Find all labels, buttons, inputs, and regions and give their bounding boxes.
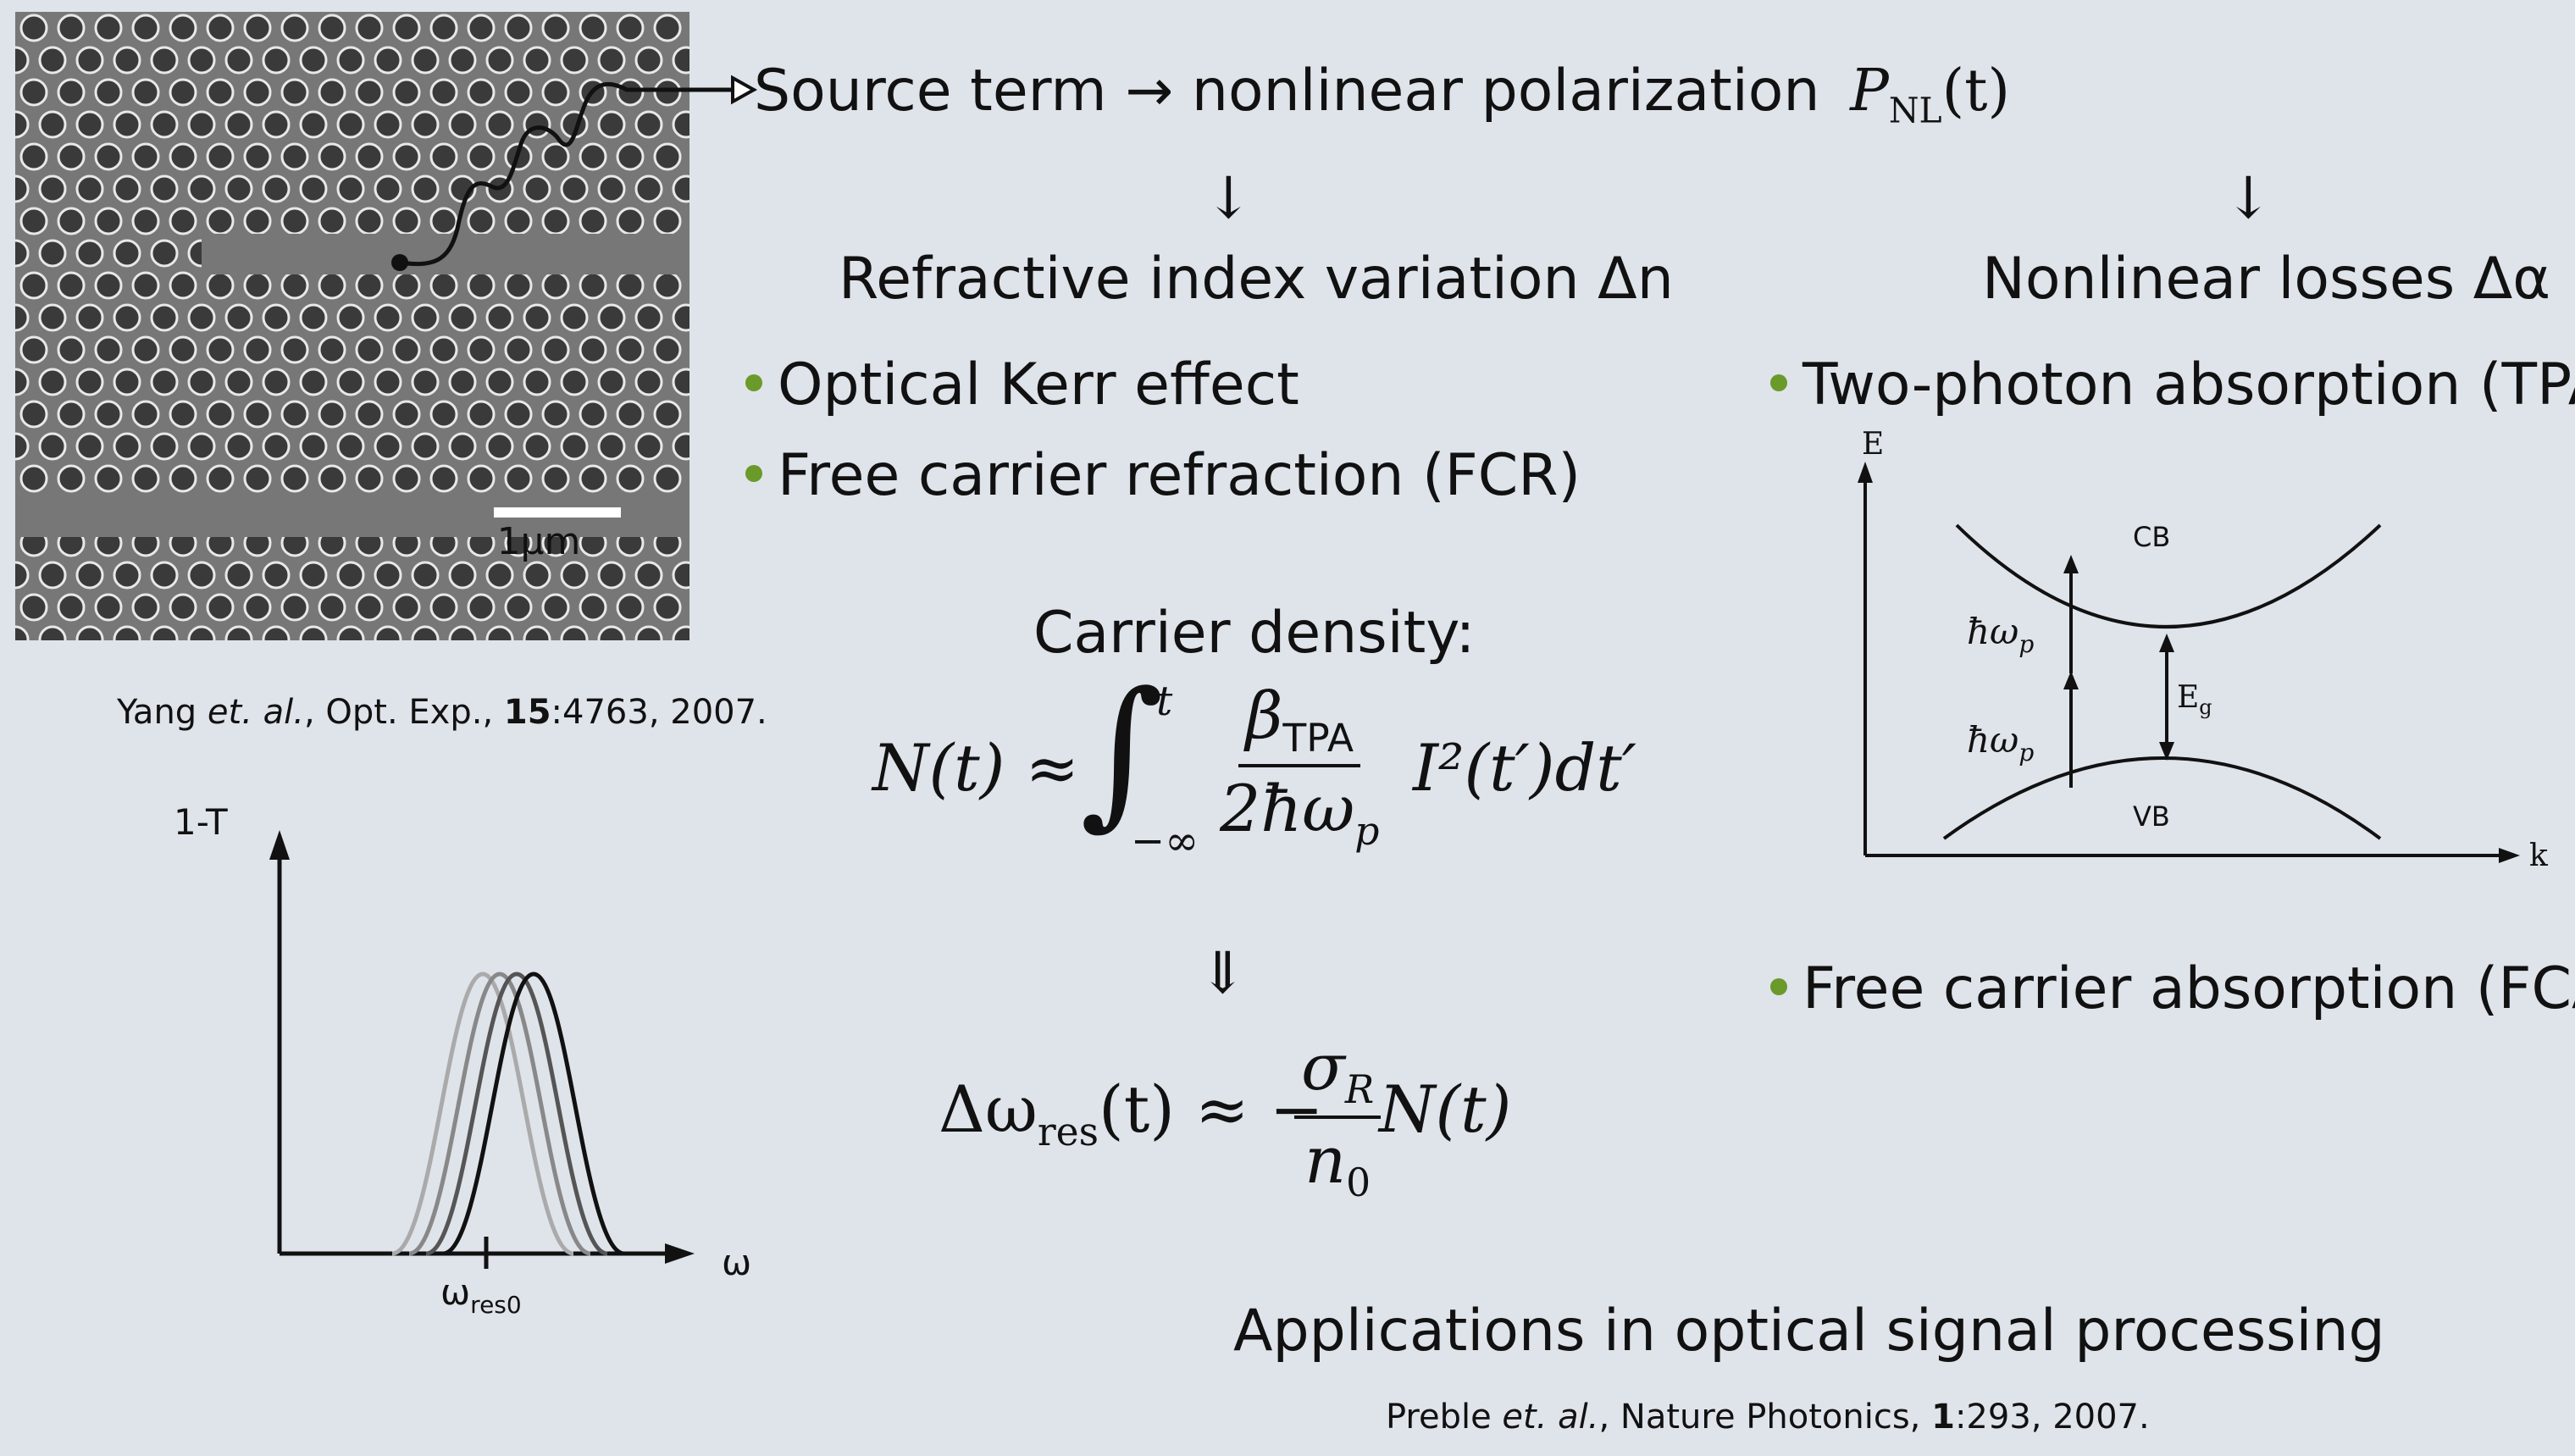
scale-bar (494, 507, 621, 518)
resonance-curve-4 (442, 972, 625, 1256)
down-arrow-left-icon: ↓ (1204, 165, 1253, 232)
band-gap-arrow-bottom-icon (2159, 742, 2174, 761)
energy-axis-arrow-icon (1858, 462, 1873, 483)
photon-energy-label-upper: ħωp (1967, 611, 2034, 658)
k-axis-label: k (2529, 839, 2549, 873)
wavy-arrow-icon (391, 75, 758, 271)
transmission-plot: 1-T ω ωres0 (174, 801, 751, 1319)
bullet-tpa: Two-photon absorption (TPA) (1770, 352, 2575, 418)
applications-heading: Applications in optical signal processin… (1233, 1298, 2385, 1365)
conduction-band (1955, 523, 2382, 628)
resonance-curve-3 (425, 972, 608, 1256)
k-axis-arrow-icon (2499, 848, 2520, 863)
bullet-dot-icon (1770, 374, 1787, 392)
band-gap-arrow-top-icon (2159, 634, 2174, 652)
bullet-dot-icon (1770, 978, 1787, 996)
bullet-dot-icon (745, 465, 762, 483)
scale-bar-label: 1μm (497, 520, 581, 563)
resonance-curve-2 (408, 972, 591, 1256)
double-down-arrow-icon: ⇓ (1199, 940, 1247, 1007)
photon-arrow-lower-head-icon (2063, 671, 2079, 689)
resonance-curve-1 (391, 972, 574, 1256)
cb-label: CB (2133, 521, 2170, 553)
photon-energy-label-lower: ħωp (1967, 719, 2034, 767)
source-term-text: Source term → nonlinear polarization (754, 58, 1820, 125)
resonance-shift-equation: Δωres(t) ≈ − σR n0 N(t) (939, 1029, 1512, 1206)
carrier-density-label: Carrier density: (1033, 600, 1476, 667)
carrier-density-equation: N(t) ≈ ∫ t −∞ βTPA 2ħωp I²(t′)dt′ (872, 657, 1637, 866)
bullet-fca: Free carrier absorption (FCA) (1770, 955, 2575, 1022)
refractive-index-title: Refractive index variation Δn (839, 246, 1674, 313)
y-axis-arrow-icon (269, 830, 290, 860)
photon-arrow-upper-head-icon (2063, 555, 2079, 573)
energy-axis-label: E (1862, 427, 1884, 462)
citation-preble: Preble et. al., Nature Photonics, 1:293,… (1386, 1398, 2150, 1437)
x-axis-label: ω (722, 1242, 751, 1283)
band-diagram: E k CB VB ħωp ħωp Eg (1858, 427, 2549, 873)
pnl-symbol: PNL(t) (1850, 58, 2011, 131)
bullet-fcr: Free carrier refraction (FCR) (745, 442, 1581, 509)
source-term-heading: Source term → nonlinear polarization PNL… (754, 58, 2010, 131)
x-axis-arrow-icon (665, 1243, 695, 1264)
citation-yang: Yang et. al., Opt. Exp., 15:4763, 2007. (117, 693, 767, 732)
bullet-dot-icon (745, 374, 762, 392)
bullet-kerr: Optical Kerr effect (745, 352, 1299, 418)
x-tick-label: ωres0 (440, 1271, 522, 1319)
band-gap-label: Eg (2177, 680, 2212, 719)
nonlinear-losses-title: Nonlinear losses Δα (1982, 246, 2551, 313)
valence-band (1942, 756, 2382, 840)
vb-label: VB (2133, 800, 2170, 833)
y-axis-label: 1-T (174, 801, 228, 843)
sem-photonic-crystal-image: 1μm (15, 12, 689, 640)
down-arrow-right-icon: ↓ (2224, 165, 2273, 232)
